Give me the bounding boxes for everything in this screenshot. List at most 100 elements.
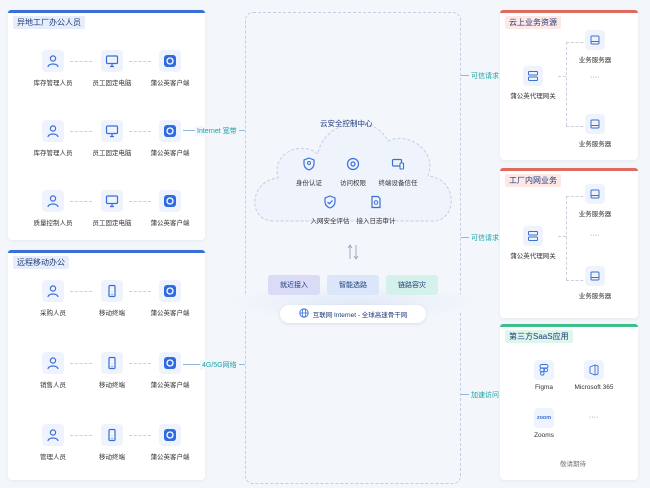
ellipsis: ···· — [590, 232, 600, 239]
user-icon — [42, 352, 64, 374]
link-label-mobile: 4G/5G网络 — [200, 360, 239, 370]
connector — [566, 42, 588, 43]
feature-device-trust: 终端设备信任 — [368, 155, 428, 187]
node-label: 员工固定电脑 — [92, 220, 132, 227]
node-label: 蒲公英客户端 — [150, 382, 190, 389]
pgy-client-icon — [159, 120, 181, 142]
node-quality-staff: 质量控制人员 — [18, 190, 88, 227]
node-manager-staff: 管理人员 — [18, 424, 88, 461]
connector — [566, 196, 588, 197]
chip-smart-routing: 智能选路 — [327, 275, 379, 295]
panel-title: 第三方SaaS应用 — [505, 330, 573, 343]
connector — [129, 435, 151, 436]
app-label: Figma — [534, 384, 554, 391]
zoom-logo-text: zoom — [536, 415, 552, 421]
node-pgy-client: 蒲公英客户端 — [135, 50, 205, 87]
panel-title: 云上业务资源 — [505, 16, 561, 29]
gateway-icon — [523, 66, 543, 86]
panel-header-bar — [500, 324, 638, 327]
panel-factory-intranet: 工厂内网业务 蒲公英代理网关 业务服务器 ···· 业务服务器 — [500, 168, 638, 318]
node-label: 员工固定电脑 — [92, 150, 132, 157]
phone-icon — [101, 352, 123, 374]
connector — [566, 196, 567, 280]
monitor-icon — [101, 50, 123, 72]
server-icon — [585, 30, 605, 50]
node-proxy-gateway: 蒲公英代理网关 — [503, 226, 563, 260]
connector — [129, 291, 151, 292]
node-fixed-pc: 员工固定电脑 — [77, 190, 147, 227]
node-mobile-terminal: 移动终端 — [77, 280, 147, 317]
node-label: 蒲公英客户端 — [150, 150, 190, 157]
pgy-client-icon — [159, 424, 181, 446]
user-code-icon — [42, 50, 64, 72]
node-label: 质量控制人员 — [33, 220, 73, 227]
node-label: 蒲公英客户端 — [150, 220, 190, 227]
app-microsoft-365: Microsoft 365 — [564, 360, 624, 391]
pgy-client-icon — [159, 280, 181, 302]
node-pgy-client: 蒲公英客户端 — [135, 120, 205, 157]
node-label: 管理人员 — [40, 454, 66, 461]
user-icon — [42, 190, 64, 212]
backbone-bar: 互联网 Internet - 全球高速骨干网 — [280, 305, 426, 323]
center-area — [245, 12, 461, 484]
pgy-client-icon — [159, 50, 181, 72]
node-label: 蒲公英客户端 — [150, 454, 190, 461]
node-business-server: 业务服务器 — [565, 184, 625, 218]
link-label-factory: 可信请求 — [469, 233, 501, 243]
connector — [566, 280, 588, 281]
node-label: 移动终端 — [99, 382, 125, 389]
node-label: 库存管理人员 — [33, 80, 73, 87]
feature-label: 访问权限 — [340, 180, 366, 187]
node-business-server: 业务服务器 — [565, 114, 625, 148]
feature-access-permission: 访问权限 — [323, 155, 383, 187]
panel-remote-mobile: 远程移动办公 采购人员 移动终端 蒲公英客户端 销售人员 移动终端 蒲公英客户端… — [8, 250, 205, 480]
node-business-server: 业务服务器 — [565, 30, 625, 64]
server-icon — [585, 184, 605, 204]
shield-check-icon — [321, 193, 339, 211]
gateway-icon — [523, 226, 543, 246]
user-code-icon — [42, 280, 64, 302]
app-zoom: zoom Zooms — [514, 408, 574, 439]
node-proxy-gateway: 蒲公英代理网关 — [503, 66, 563, 100]
node-pgy-client: 蒲公英客户端 — [135, 280, 205, 317]
chip-nearby-access: 就近接入 — [268, 275, 320, 295]
connector — [129, 131, 151, 132]
pgy-client-icon — [159, 352, 181, 374]
pgy-client-icon — [159, 190, 181, 212]
panel-header-bar — [8, 10, 205, 13]
feature-identity-auth: 身份认证 — [279, 155, 339, 187]
app-figma: Figma — [514, 360, 574, 391]
node-label: 蒲公英代理网关 — [510, 253, 556, 260]
backbone-label: 互联网 Internet - 全球高速骨干网 — [312, 312, 408, 319]
connector — [558, 236, 566, 237]
panel-saas-apps: 第三方SaaS应用 Figma Microsoft 365 zoom Zooms… — [500, 324, 638, 480]
phone-icon — [101, 424, 123, 446]
user-icon — [42, 120, 64, 142]
cloud-title: 云安全控制中心 — [320, 119, 373, 128]
node-mobile-terminal: 移动终端 — [77, 424, 147, 461]
link-label-broadband: Internet 宽带 — [195, 126, 239, 136]
panel-header-bar — [500, 10, 638, 13]
user-icon — [42, 424, 64, 446]
node-label: 员工固定电脑 — [92, 80, 132, 87]
panel-title: 异地工厂办公人员 — [13, 16, 85, 29]
connector — [129, 363, 151, 364]
feature-log-audit: 接入日志审计 — [346, 193, 406, 225]
node-fixed-pc: 员工固定电脑 — [77, 50, 147, 87]
node-inventory-staff: 库存管理人员 — [18, 50, 88, 87]
node-label: 销售人员 — [40, 382, 66, 389]
document-search-icon — [367, 193, 385, 211]
chip-link-failover: 链路容灾 — [386, 275, 438, 295]
connector — [70, 201, 92, 202]
node-label: 业务服务器 — [578, 141, 612, 148]
feature-network-assessment: 入网安全评估 — [300, 193, 360, 225]
feature-label: 终端设备信任 — [378, 180, 418, 187]
microsoft-365-icon — [584, 360, 604, 380]
ellipsis: ···· — [590, 74, 600, 81]
devices-icon — [389, 155, 407, 173]
app-label: Microsoft 365 — [574, 384, 614, 391]
feature-label: 入网安全评估 — [310, 218, 350, 225]
panel-header-bar — [500, 168, 638, 171]
node-label: 业务服务器 — [578, 293, 612, 300]
connector — [70, 291, 92, 292]
